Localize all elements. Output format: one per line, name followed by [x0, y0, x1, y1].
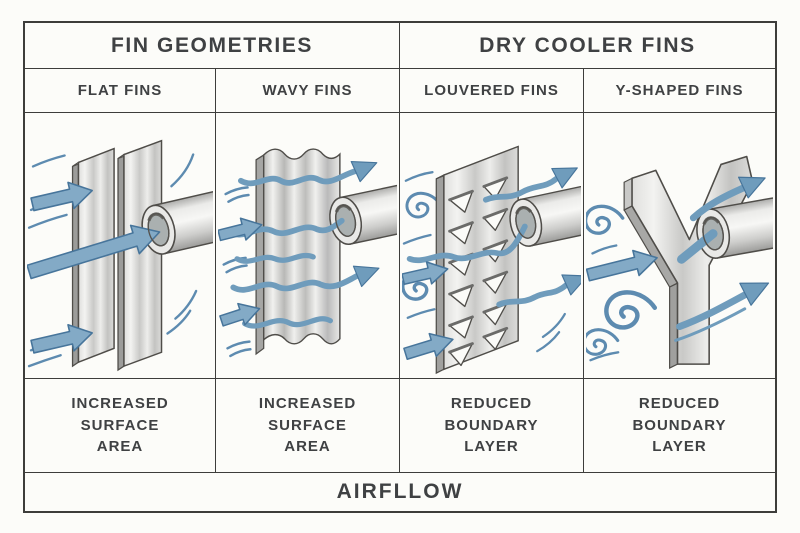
benefit-louvered-fins: REDUCED BOUNDARY LAYER	[400, 379, 584, 473]
airflow-arrows	[586, 176, 770, 342]
louvered-fins-label: LOUVERED FINS	[424, 82, 559, 99]
streamlines	[222, 186, 252, 358]
benefit-line: REDUCED	[638, 394, 721, 412]
benefit-line: INCREASED	[258, 394, 357, 412]
airflow-arrows	[27, 181, 161, 354]
benefit-wavy-fins: INCREASED SURFACE AREA	[216, 379, 400, 473]
header-fin-geometries-label: FIN GEOMETRIES	[110, 33, 314, 57]
column-label-wavy-fins: WAVY FINS	[216, 69, 400, 113]
column-label-y-shaped-fins: Y-SHAPED FINS	[584, 69, 775, 113]
louver-cutouts	[448, 176, 509, 367]
benefit-line: AREA	[96, 438, 144, 456]
turbulence-swirls	[402, 171, 566, 353]
airflow-arrows	[402, 167, 581, 361]
illustration-cell-louvered	[400, 113, 584, 379]
wavy-fin-plate	[255, 148, 341, 356]
illustration-cell-flat	[25, 113, 216, 379]
benefit-line: LAYER	[464, 438, 519, 456]
benefit-flat-fins: INCREASED SURFACE AREA	[25, 379, 216, 473]
benefit-line: SURFACE	[268, 416, 347, 434]
airflow-footer-label: AIRFLLOW	[336, 480, 464, 503]
benefit-line: BOUNDARY	[632, 416, 727, 434]
benefit-line: AREA	[284, 438, 331, 456]
column-label-flat-fins: FLAT FINS	[25, 69, 216, 113]
tube-rim	[147, 212, 170, 247]
header-fin-geometries: FIN GEOMETRIES	[25, 23, 400, 69]
header-dry-cooler-fins: DRY COOLER FINS	[400, 23, 775, 69]
column-label-louvered-fins: LOUVERED FINS	[400, 69, 584, 113]
turbulence-swirls	[586, 204, 655, 362]
flat-fins-label: FLAT FINS	[77, 82, 163, 99]
benefit-line: INCREASED	[71, 394, 169, 412]
illustration-cell-wavy	[216, 113, 400, 379]
airflow-arrows	[218, 161, 380, 329]
illustration-cell-y-shaped	[584, 113, 775, 379]
wavy-fins-label: WAVY FINS	[262, 82, 353, 99]
fin-comparison-table: FIN GEOMETRIES DRY COOLER FINS FLAT FINS…	[23, 21, 777, 513]
benefit-line: BOUNDARY	[444, 416, 539, 434]
header-dry-cooler-fins-label: DRY COOLER FINS	[479, 33, 696, 57]
airflow-footer: AIRFLLOW	[25, 473, 775, 511]
flat-fins-drawing	[27, 139, 213, 372]
tube-rim	[515, 206, 537, 239]
benefit-line: SURFACE	[80, 416, 160, 434]
y-shaped-fins-label: Y-SHAPED FINS	[615, 82, 744, 99]
benefit-line: REDUCED	[450, 394, 533, 412]
tube-rim	[335, 204, 357, 237]
benefit-line: LAYER	[652, 438, 707, 456]
y-shaped-fins-drawing	[586, 155, 773, 370]
tube-rim	[702, 216, 724, 251]
louvered-fins-drawing	[402, 145, 581, 375]
wavy-fins-drawing	[218, 148, 397, 358]
benefit-y-shaped-fins: REDUCED BOUNDARY LAYER	[584, 379, 775, 473]
